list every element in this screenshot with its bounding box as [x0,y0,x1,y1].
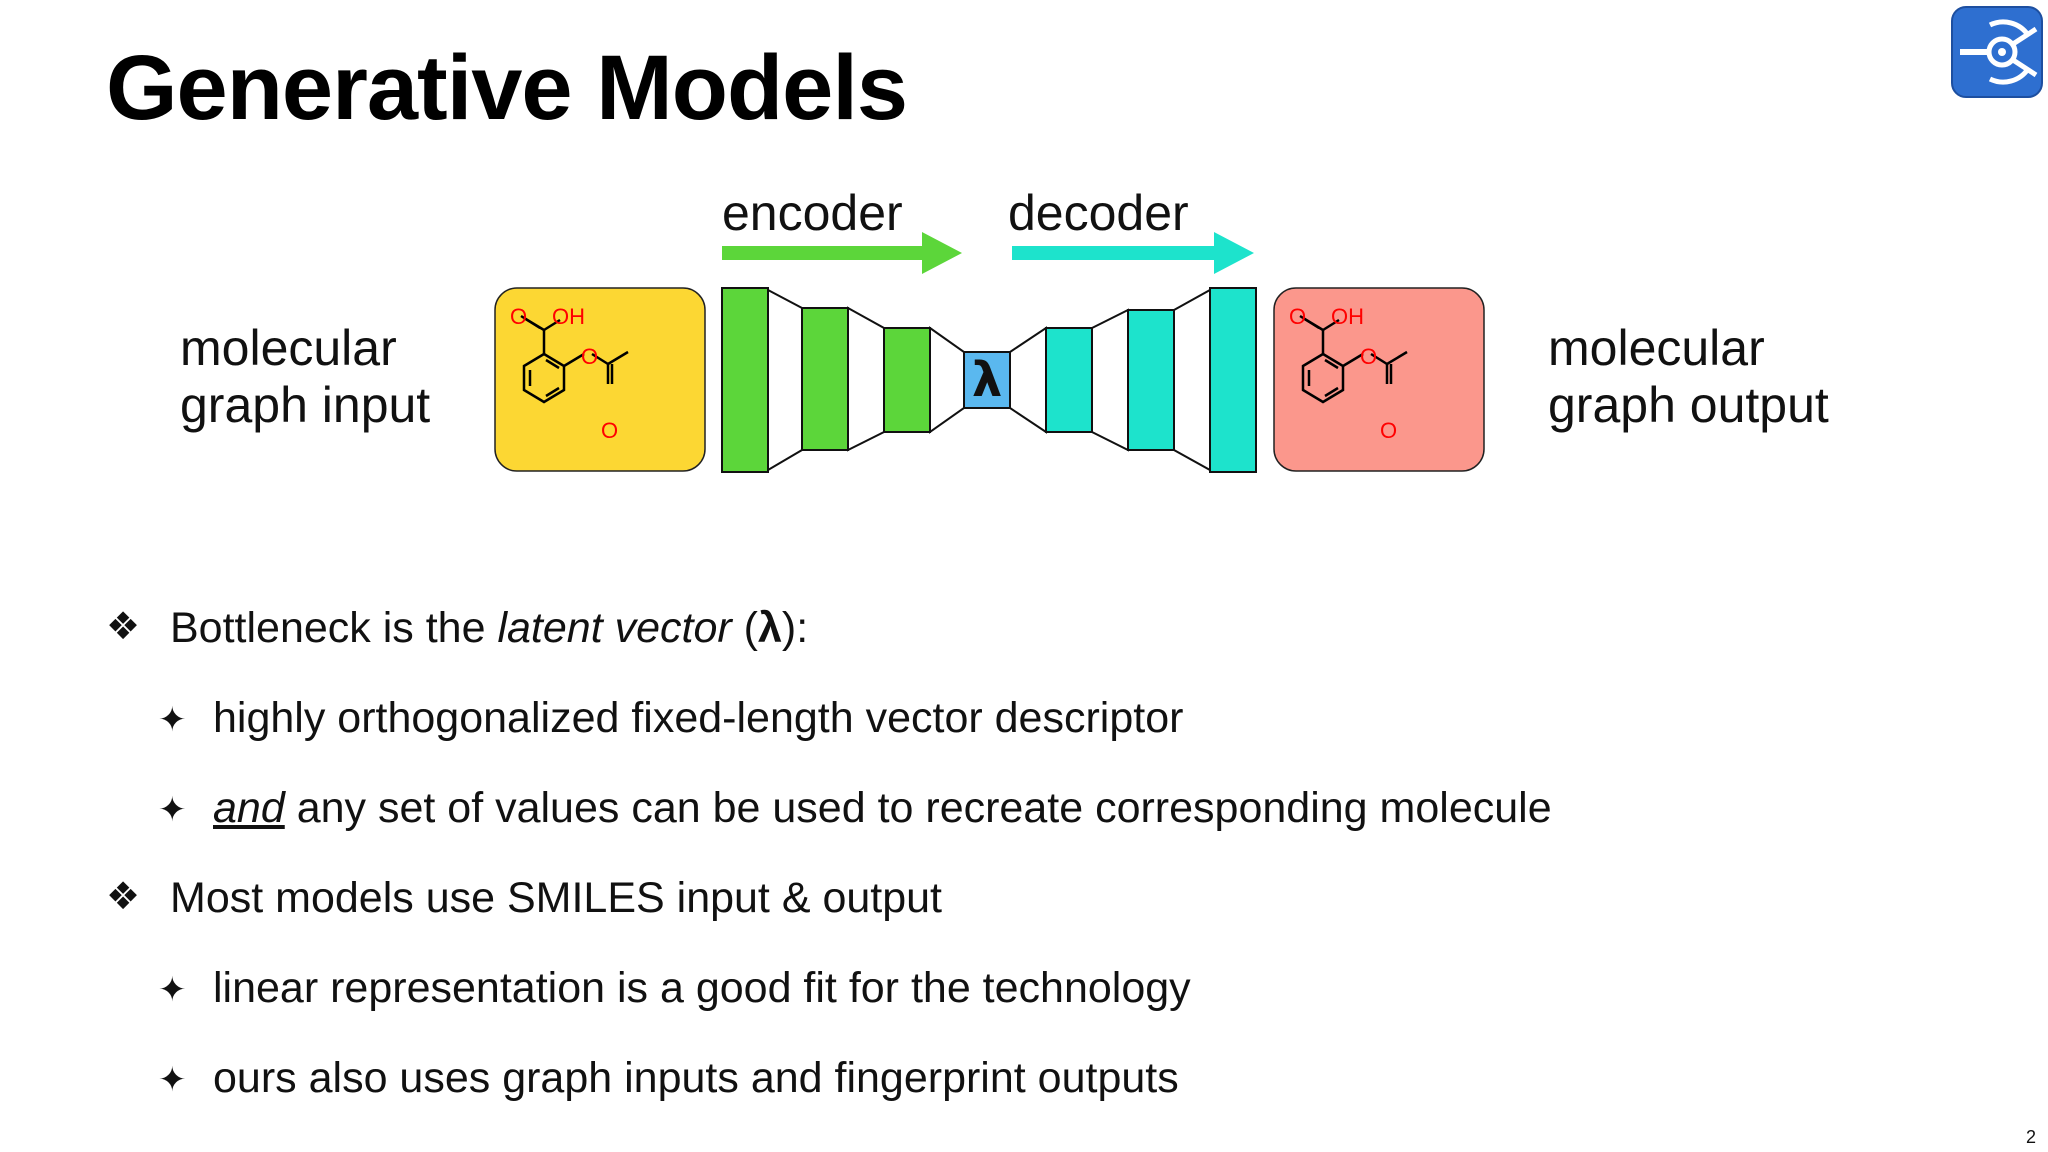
diamond-bullet-icon: ❖ [106,876,141,918]
autoencoder-diagram: encoder decoder O OH O O λ [494,185,1485,473]
svg-text:O: O [1289,304,1306,329]
svg-text:OH: OH [552,304,585,329]
decoder-layer-3 [1209,287,1257,473]
svg-text:O: O [510,304,527,329]
star-bullet-icon: ✦ [158,791,187,829]
star-bullet-icon: ✦ [158,971,187,1009]
star-bullet-icon: ✦ [158,1061,187,1099]
molecule-structure: O OH O O [1289,304,1409,443]
latent-vector [963,351,1011,409]
latent-symbol: λ [972,352,1002,408]
svg-text:O: O [601,418,618,443]
encoder-label: encoder [722,185,903,241]
page-number: 2 [2025,1127,2036,1147]
target-compass-icon [1951,6,2043,98]
decoder-arrow [1012,232,1254,274]
decoder-layer-1 [1045,327,1093,433]
svg-text:O: O [1360,344,1377,369]
molecule-structure: O OH O O [510,304,630,443]
input-label: molecular graph input [180,320,431,433]
svg-text:OH: OH [1331,304,1364,329]
input-molecule-box: O OH O O [494,287,706,472]
encoder-network [721,287,965,473]
svg-text:O: O [1380,418,1397,443]
svg-text:O: O [581,344,598,369]
decoder-network [1009,287,1257,473]
star-bullet-icon: ✦ [158,701,187,739]
encoder-arrow [722,232,962,274]
diamond-bullet-icon: ❖ [106,606,141,648]
encoder-layer-3 [883,327,931,433]
encoder-layer-2 [801,307,849,451]
output-molecule-box: O OH O O [1273,287,1485,472]
decoder-layer-2 [1127,309,1175,451]
encoder-layer-1 [721,287,769,473]
decoder-label: decoder [1008,185,1189,241]
slide-title: Generative Models [106,37,908,139]
output-label: molecular graph output [1548,320,1829,433]
